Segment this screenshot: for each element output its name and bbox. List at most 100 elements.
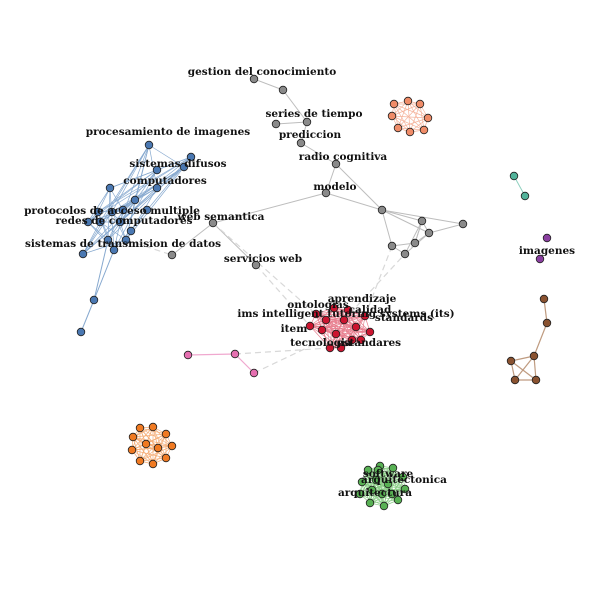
edge-blue [107, 209, 124, 241]
node-blue-2 [179, 162, 189, 172]
edge-red [333, 307, 342, 349]
node-green-3 [398, 472, 408, 482]
edge-blue [107, 169, 158, 241]
node-label-redes-de-computadores: redes de computadores [55, 215, 192, 227]
node-blue-13 [103, 235, 113, 245]
edge-salmon [391, 115, 429, 119]
node-label-gestion-del-conocimiento: gestion del conocimiento [188, 66, 336, 78]
edge-gray [253, 78, 284, 91]
node-brown-5 [506, 356, 516, 366]
node-label-protocolos-de-acceso-multiple: protocolos de acceso multiple [24, 205, 200, 217]
edge-red [333, 307, 337, 335]
edge-orange [139, 457, 167, 462]
edge-orange [152, 445, 173, 465]
edge-dashed [212, 222, 317, 315]
edge-brown [510, 360, 537, 381]
node-salmon-2 [415, 99, 425, 109]
node-orange-3 [161, 429, 171, 439]
edge-orange [139, 427, 173, 447]
node-orange-7 [135, 456, 145, 466]
edge-red [309, 325, 331, 349]
node-red-10 [305, 321, 315, 331]
node-gray-13 [458, 219, 468, 229]
edge-red [321, 329, 342, 349]
node-label-arquitectonica: arquitectonica [361, 474, 447, 486]
node-purple-1 [535, 254, 545, 264]
edge-brown [514, 355, 535, 381]
node-pink-0 [183, 350, 193, 360]
node-red-13 [356, 335, 366, 345]
node-blue-11 [83, 217, 93, 227]
edge-blue [148, 144, 158, 189]
node-teal-1 [520, 191, 530, 201]
edge-blue [87, 209, 124, 223]
edge-salmon [397, 117, 429, 129]
node-green-0 [363, 465, 373, 475]
node-red-5 [365, 327, 375, 337]
node-red-2 [339, 315, 349, 325]
node-green-10 [371, 475, 381, 485]
node-blue-15 [109, 245, 119, 255]
node-pink-1 [230, 349, 240, 359]
node-red-0 [311, 309, 321, 319]
edge-red [325, 319, 362, 341]
node-label-sistemas-difusos: sistemas difusos [129, 158, 226, 170]
node-blue-9 [118, 205, 128, 215]
edge-gray [404, 220, 423, 255]
edge-gray [275, 121, 308, 125]
node-label-computadores: computadores [123, 175, 207, 187]
node-red-9 [317, 325, 327, 335]
node-salmon-6 [393, 123, 403, 133]
node-gray-9 [167, 250, 177, 260]
edge-blue [99, 221, 127, 241]
edge-salmon [409, 103, 421, 133]
node-gray-10 [377, 205, 387, 215]
node-green-11 [383, 479, 393, 489]
node-teal-0 [509, 171, 519, 181]
node-salmon-3 [423, 113, 433, 123]
node-orange-5 [161, 453, 171, 463]
edge-dashed [234, 347, 331, 355]
edge-blue [107, 156, 192, 241]
edge-green [359, 493, 399, 501]
edge-dashed [125, 239, 173, 256]
node-red-4 [360, 311, 370, 321]
node-label-modelo: modelo [313, 181, 356, 193]
node-label-series-de-tiempo: series de tiempo [265, 108, 362, 120]
edge-orange [131, 447, 159, 451]
edge-red [325, 319, 331, 349]
node-gray-15 [387, 241, 397, 251]
edge-gray [381, 209, 430, 234]
node-gray-1 [278, 85, 288, 95]
node-blue-16 [121, 235, 131, 245]
node-brown-4 [510, 375, 520, 385]
edge-gray [300, 142, 337, 165]
edge-gray [212, 192, 327, 224]
edge-orange [131, 426, 154, 451]
node-gray-14 [400, 249, 410, 259]
node-gray-0 [249, 74, 259, 84]
edge-blue [82, 221, 121, 255]
node-gray-6 [321, 188, 331, 198]
edge-blue [148, 144, 185, 168]
node-orange-2 [148, 422, 158, 432]
node-gray-3 [302, 117, 312, 127]
edge-pink [234, 353, 255, 374]
node-label-ontologias: ontologias [287, 299, 349, 311]
edge-blue [82, 221, 101, 255]
node-green-5 [393, 495, 403, 505]
node-blue-1 [186, 152, 196, 162]
node-green-8 [355, 489, 365, 499]
node-label-calidad: calidad [349, 304, 392, 316]
edge-blue [82, 211, 113, 255]
node-orange-10 [153, 443, 163, 453]
edge-orange [132, 436, 154, 465]
node-green-9 [357, 477, 367, 487]
edge-salmon [391, 115, 425, 131]
edge-orange [152, 426, 167, 459]
node-gray-16 [410, 238, 420, 248]
node-brown-1 [542, 318, 552, 328]
edge-gray [282, 89, 308, 123]
edge-salmon [419, 103, 425, 131]
